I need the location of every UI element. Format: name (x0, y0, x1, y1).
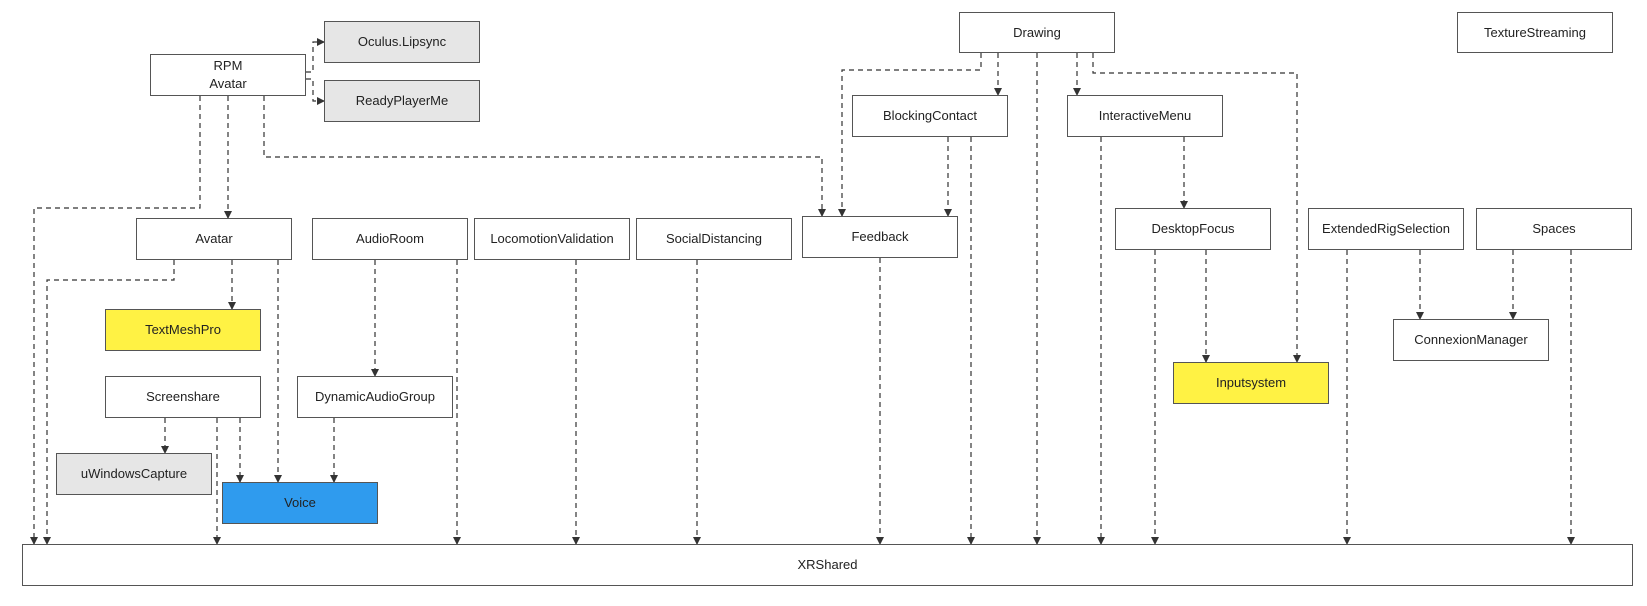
edge-rpm-avatar-to-readyplayerme (306, 78, 325, 105)
node-dynamicaudiogroup: DynamicAudioGroup (297, 376, 453, 418)
node-feedback: Feedback (802, 216, 958, 258)
node-readyplayerme: ReadyPlayerMe (324, 80, 480, 122)
node-spaces: Spaces (1476, 208, 1632, 250)
node-interactivemenu: InteractiveMenu (1067, 95, 1223, 137)
edge-drawing-to-inputsystem (1092, 53, 1301, 363)
node-oculus-lipsync: Oculus.Lipsync (324, 21, 480, 63)
node-avatar: Avatar (136, 218, 292, 260)
node-extendedrigselection: ExtendedRigSelection (1308, 208, 1464, 250)
node-rpm-avatar: RPM Avatar (150, 54, 306, 96)
node-texturestreaming: TextureStreaming (1457, 12, 1613, 53)
edge-drawing-to-feedback (838, 53, 982, 217)
edge-rpm-avatar-to-xrshared (30, 96, 201, 545)
node-socialdistancing: SocialDistancing (636, 218, 792, 260)
node-xrshared: XRShared (22, 544, 1633, 586)
node-connexionmanager: ConnexionManager (1393, 319, 1549, 361)
node-screenshare: Screenshare (105, 376, 261, 418)
node-inputsystem: Inputsystem (1173, 362, 1329, 404)
node-desktopfocus: DesktopFocus (1115, 208, 1271, 250)
node-textmeshpro: TextMeshPro (105, 309, 261, 351)
edge-rpm-avatar-to-oculus-lipsync (306, 38, 325, 73)
node-blockingcontact: BlockingContact (852, 95, 1008, 137)
edge-avatar-to-xrshared (43, 260, 175, 545)
node-voice: Voice (222, 482, 378, 524)
node-uwindowscapture: uWindowsCapture (56, 453, 212, 495)
edge-rpm-avatar-to-feedback (263, 96, 826, 217)
node-audioroom: AudioRoom (312, 218, 468, 260)
node-locomotionvalidation: LocomotionValidation (474, 218, 630, 260)
node-drawing: Drawing (959, 12, 1115, 53)
